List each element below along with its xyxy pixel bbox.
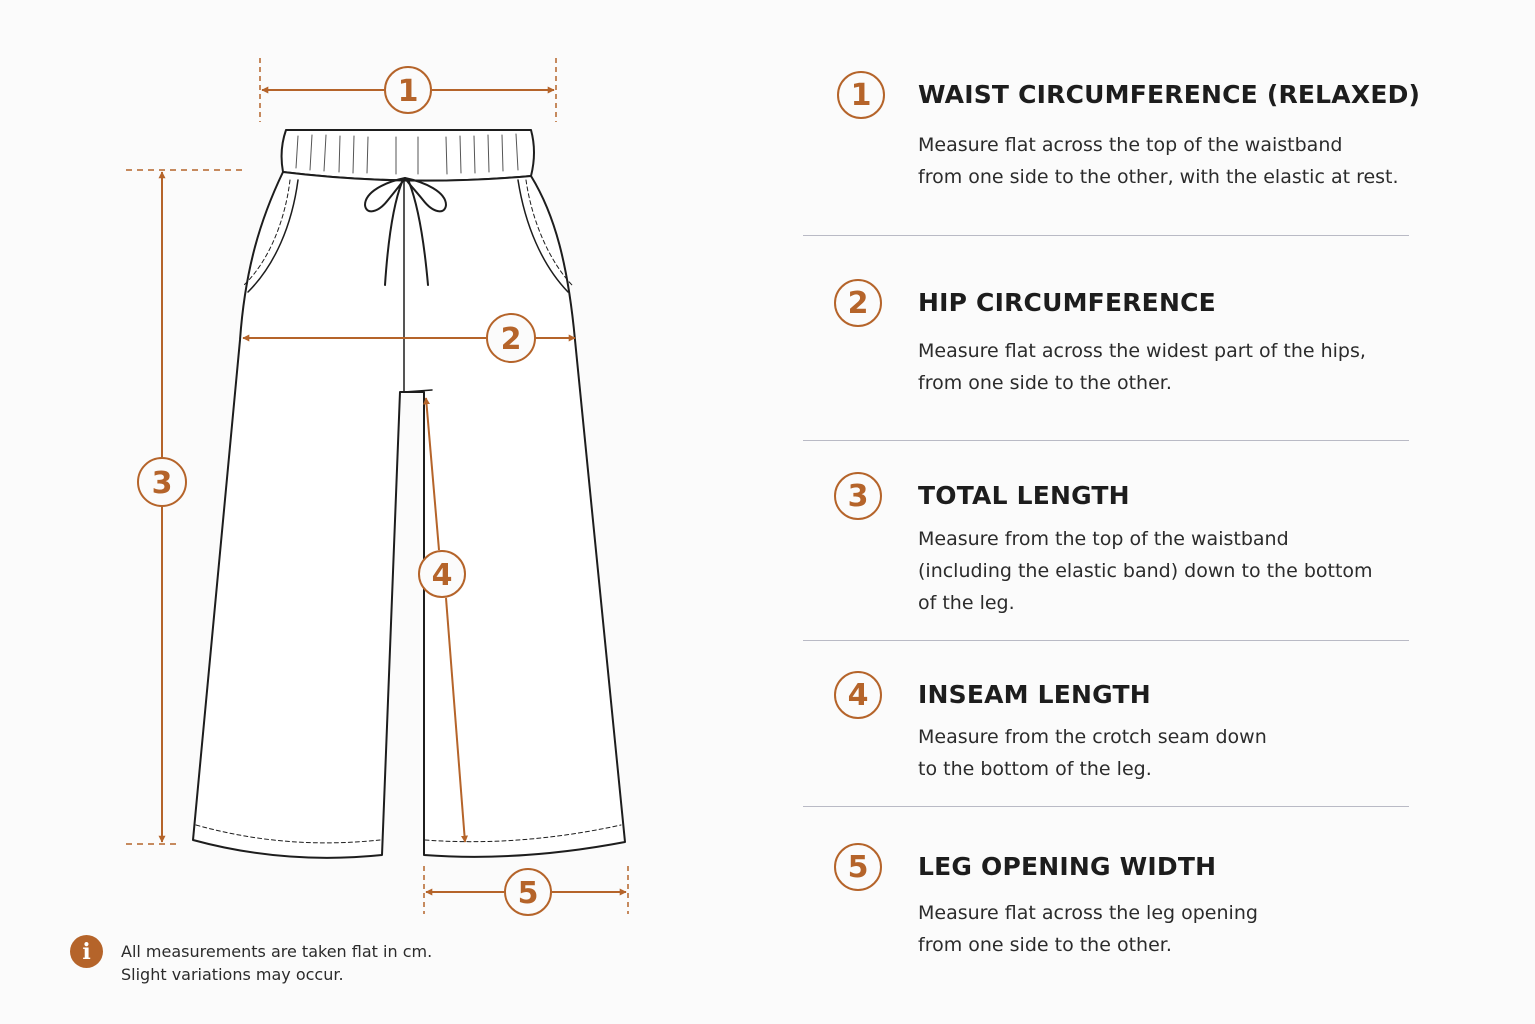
waistband bbox=[280, 129, 535, 182]
legend-desc-2: Measure flat across the widest part of t… bbox=[918, 340, 1366, 394]
pants-diagram: 1 2 3 4 5 bbox=[126, 58, 629, 916]
legend-badge-5: 5 bbox=[834, 843, 882, 891]
waistband-gathers bbox=[295, 133, 519, 175]
right-pocket bbox=[517, 179, 569, 293]
right-pocket-stitch bbox=[525, 179, 573, 286]
legend-desc-3: Measure from the top of the waistband (i… bbox=[918, 528, 1373, 614]
divider-3 bbox=[803, 640, 1409, 641]
marker-4: 4 bbox=[418, 550, 466, 598]
divider-4 bbox=[803, 806, 1409, 807]
marker-3-label: 3 bbox=[152, 466, 173, 501]
legend-title-5: LEG OPENING WIDTH bbox=[918, 852, 1217, 881]
m4-arrow-bottom bbox=[445, 597, 469, 843]
left-pocket bbox=[247, 179, 299, 293]
divider-1 bbox=[803, 235, 1409, 236]
marker-3: 3 bbox=[137, 457, 187, 507]
marker-5-label: 5 bbox=[518, 876, 539, 911]
legend-title-2: HIP CIRCUMFERENCE bbox=[918, 288, 1216, 317]
legend-badge-1: 1 bbox=[837, 71, 885, 119]
legend-title-3: TOTAL LENGTH bbox=[918, 481, 1130, 510]
center-seam bbox=[403, 179, 433, 393]
legend-badge-4: 4 bbox=[834, 671, 882, 719]
marker-2-label: 2 bbox=[501, 322, 522, 357]
legend-title-4: INSEAM LENGTH bbox=[918, 680, 1151, 709]
legend-desc-5: Measure flat across the leg opening from… bbox=[918, 902, 1258, 956]
info-icon: i bbox=[70, 935, 103, 968]
pants-body bbox=[192, 171, 626, 859]
left-pocket-stitch bbox=[243, 179, 291, 286]
marker-4-label: 4 bbox=[432, 558, 453, 593]
right-hem-stitch bbox=[424, 824, 622, 843]
left-hem-stitch bbox=[195, 824, 381, 844]
marker-1-label: 1 bbox=[398, 74, 419, 109]
legend-title-1: WAIST CIRCUMFERENCE (RELAXED) bbox=[918, 80, 1421, 109]
measurement-lines bbox=[126, 58, 629, 914]
pants-illustration bbox=[192, 129, 626, 859]
legend-desc-1: Measure flat across the top of the waist… bbox=[918, 134, 1399, 188]
legend-badge-2: 2 bbox=[834, 279, 882, 327]
marker-1: 1 bbox=[384, 66, 432, 114]
marker-5: 5 bbox=[504, 868, 552, 916]
marker-2: 2 bbox=[486, 313, 536, 363]
legend-badge-3: 3 bbox=[834, 472, 882, 520]
measurement-note: All measurements are taken flat in cm. S… bbox=[121, 942, 433, 984]
divider-2 bbox=[803, 440, 1409, 441]
m4-arrow-top bbox=[423, 397, 440, 551]
legend-desc-4: Measure from the crotch seam down to the… bbox=[918, 726, 1267, 780]
drawstring bbox=[364, 177, 447, 286]
